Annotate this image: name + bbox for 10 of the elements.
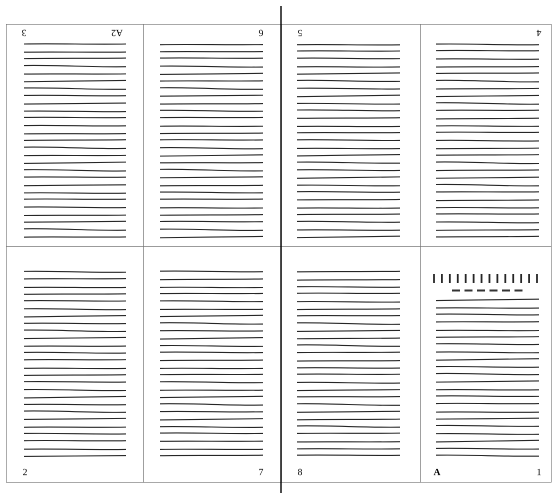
page-number: 1 xyxy=(537,468,541,476)
signature-mark: A2 xyxy=(112,30,123,36)
page-number: 7 xyxy=(259,468,264,476)
page-number: 8 xyxy=(298,468,302,476)
page-number: 2 xyxy=(23,468,27,476)
page-number: 4 xyxy=(536,30,542,36)
page-number: 5 xyxy=(298,30,302,36)
signature-mark: A xyxy=(434,468,440,476)
page-number: 3 xyxy=(22,30,26,36)
page-number: 6 xyxy=(258,30,263,36)
